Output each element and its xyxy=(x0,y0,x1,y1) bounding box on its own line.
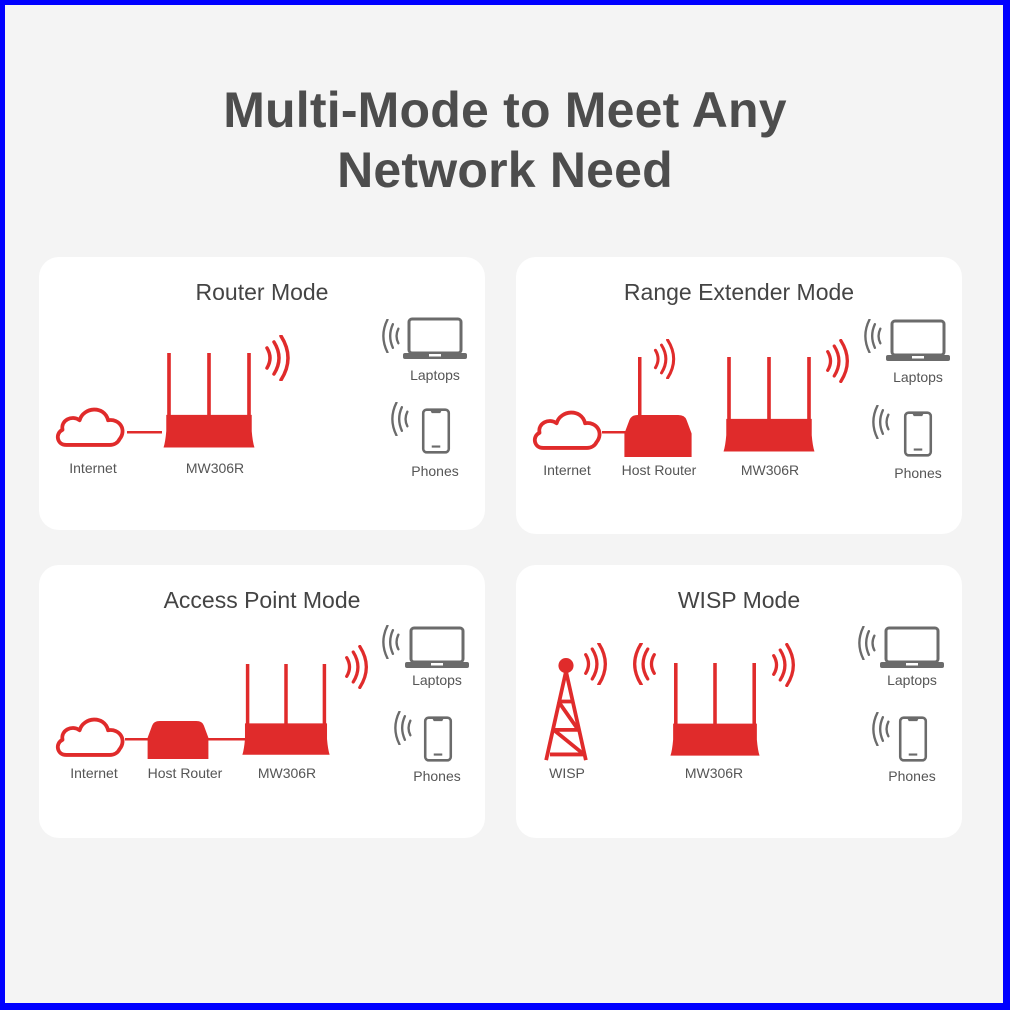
antenna-icon xyxy=(638,357,642,417)
wifi-waves-icon xyxy=(394,711,414,745)
connection-line xyxy=(602,431,626,434)
phone-icon xyxy=(902,411,934,457)
client-label: Phones xyxy=(894,465,942,481)
phone-icon xyxy=(420,408,452,454)
wifi-waves-icon xyxy=(343,645,371,689)
phone-icon xyxy=(422,716,454,762)
client-label: Laptops xyxy=(410,367,460,383)
laptop-icon xyxy=(880,626,944,670)
card-title: Access Point Mode xyxy=(163,587,361,613)
client-label: Laptops xyxy=(412,672,462,688)
node-label: MW306R xyxy=(684,765,744,781)
wifi-waves-icon xyxy=(824,339,852,383)
node-label: Internet xyxy=(69,460,117,476)
card-title: Router Mode xyxy=(195,279,329,305)
laptop-icon xyxy=(886,319,950,363)
router-icon xyxy=(664,663,766,761)
node-label: Internet xyxy=(70,765,118,781)
host-router-icon xyxy=(624,415,692,457)
card-title: Range Extender Mode xyxy=(623,279,855,305)
title-line-1: Multi-Mode to Meet Any xyxy=(223,82,787,138)
wifi-waves-icon xyxy=(872,405,892,439)
router-icon xyxy=(719,357,819,457)
node-label: Internet xyxy=(543,462,591,478)
title-line-2: Network Need xyxy=(337,142,673,198)
page-title: Multi-Mode to Meet Any Network Need xyxy=(0,80,1010,200)
card-router-mode: Router Mode Internet MW306R Laptops Phon… xyxy=(39,257,485,530)
wifi-waves-icon xyxy=(858,626,878,660)
wifi-waves-icon xyxy=(382,319,402,353)
client-label: Laptops xyxy=(893,369,943,385)
card-range-extender-mode: Range Extender Mode Internet Host Router… xyxy=(516,257,962,534)
wifi-waves-icon xyxy=(582,643,610,685)
node-label: MW306R xyxy=(740,462,800,478)
card-access-point-mode: Access Point Mode Internet Host Router M… xyxy=(39,565,485,838)
node-label: Host Router xyxy=(621,462,697,478)
node-label: MW306R xyxy=(185,460,245,476)
router-icon xyxy=(158,353,260,453)
wifi-waves-icon xyxy=(382,625,402,659)
wifi-waves-icon xyxy=(391,402,411,436)
client-label: Phones xyxy=(888,768,936,784)
cloud-icon xyxy=(530,403,606,453)
client-label: Phones xyxy=(413,768,461,784)
node-label: WISP xyxy=(549,765,585,781)
client-label: Phones xyxy=(411,463,459,479)
card-wisp-mode: WISP Mode WISP MW306R Laptops Phones xyxy=(516,565,962,838)
node-label: MW306R xyxy=(257,765,317,781)
wifi-waves-icon xyxy=(872,712,892,746)
wifi-waves-icon xyxy=(263,335,293,381)
cloud-icon xyxy=(53,710,129,760)
card-title: WISP Mode xyxy=(677,587,801,613)
wifi-waves-icon xyxy=(864,319,884,353)
client-label: Laptops xyxy=(887,672,937,688)
cloud-icon xyxy=(53,400,129,450)
connection-line xyxy=(127,431,162,434)
wifi-waves-icon xyxy=(770,643,798,687)
host-router-icon xyxy=(145,721,211,759)
wifi-waves-icon xyxy=(652,339,678,379)
wifi-waves-icon xyxy=(630,643,658,685)
node-label: Host Router xyxy=(147,765,223,781)
laptop-icon xyxy=(403,317,467,361)
router-icon xyxy=(235,664,337,760)
phone-icon xyxy=(897,716,929,762)
laptop-icon xyxy=(405,626,469,670)
